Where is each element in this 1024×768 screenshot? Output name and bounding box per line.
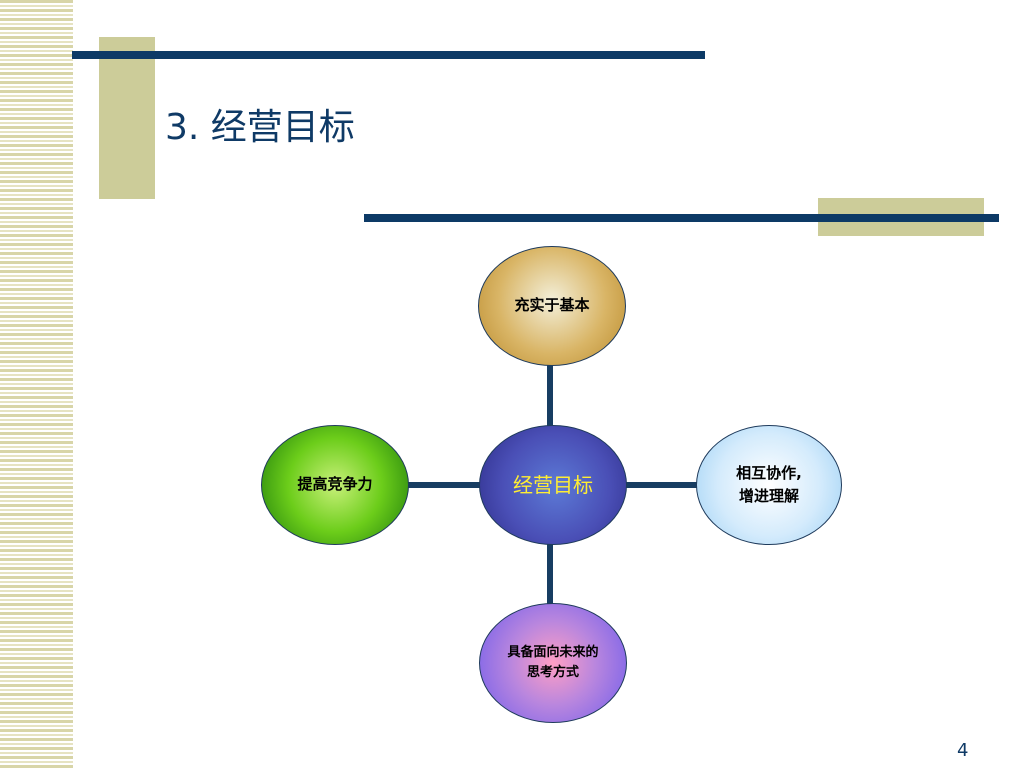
goal-node-top-label: 充实于基本 — [514, 296, 590, 315]
goal-node-top: 充实于基本 — [478, 246, 626, 366]
goal-node-right-line2: 增进理解 — [738, 487, 799, 505]
goal-node-bottom: 具备面向未来的 思考方式 — [479, 603, 627, 723]
title-accent-block — [99, 37, 155, 199]
goal-node-center: 经营目标 — [479, 425, 627, 545]
goal-node-left: 提高竞争力 — [261, 425, 409, 545]
connector-top — [547, 365, 553, 427]
goal-node-left-label: 提高竞争力 — [297, 475, 373, 494]
middle-rule-line — [364, 214, 999, 222]
connector-bottom — [547, 543, 553, 605]
goal-node-bottom-line1: 具备面向未来的 — [507, 644, 599, 660]
goal-node-bottom-line2: 思考方式 — [526, 665, 579, 680]
connector-right — [625, 482, 697, 488]
goal-node-right-text: 相互协作, 增进理解 — [736, 462, 802, 509]
top-rule-line — [72, 51, 705, 59]
goal-node-right-line1: 相互协作, — [736, 463, 802, 482]
connector-left — [408, 482, 481, 488]
goal-node-bottom-text: 具备面向未来的 思考方式 — [507, 643, 598, 683]
decorative-stripe-band — [0, 0, 73, 768]
page-number: 4 — [957, 740, 969, 761]
slide-title: 3. 经营目标 — [165, 107, 355, 148]
goal-node-center-label: 经营目标 — [513, 472, 593, 497]
goal-node-right: 相互协作, 增进理解 — [696, 425, 842, 545]
